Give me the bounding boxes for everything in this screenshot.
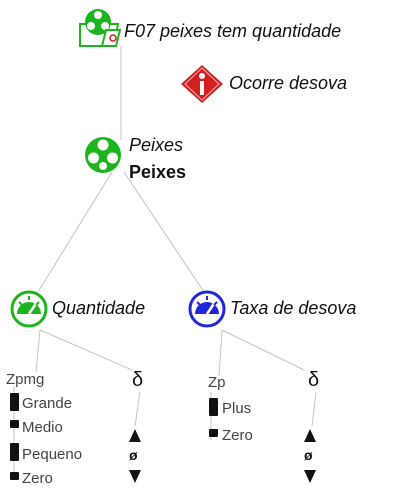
process-label: Ocorre desova	[229, 73, 348, 93]
value-marker-plus	[209, 398, 218, 416]
value-marker-grande	[10, 393, 19, 411]
process-diamond-icon[interactable]	[180, 64, 224, 104]
quantity-space-name-zpmg: Zpmg	[6, 371, 45, 388]
quantity-gauge-blue-icon[interactable]	[187, 290, 227, 328]
taxa-to-derivative-line	[221, 329, 305, 371]
derivative-zero-taxa: ø	[304, 447, 313, 463]
derivative-arrows-taxa[interactable]	[303, 428, 317, 484]
entity-to-taxa-line	[123, 171, 205, 293]
value-medio: Medio	[22, 419, 63, 436]
quantity-label-quantidade: Quantidade	[52, 298, 146, 318]
situation-title: F07 peixes tem quantidade	[124, 21, 342, 41]
value-marker-zero	[10, 472, 19, 480]
value-zero-zp: Zero	[222, 427, 253, 444]
quantidade-to-space-line	[35, 329, 41, 373]
quantidade-to-derivative-line	[39, 329, 133, 371]
situation-folder-icon[interactable]	[76, 6, 122, 48]
taxa-derivative-stem	[311, 391, 317, 427]
derivative-delta-quantidade: δ	[132, 369, 144, 391]
entity-label-italic: Peixes	[129, 135, 184, 155]
value-marker-pequeno	[10, 443, 19, 461]
derivative-zero-quantidade: ø	[129, 447, 138, 463]
derivative-arrows-quantidade[interactable]	[128, 428, 142, 484]
quantity-space-name-zp: Zp	[208, 374, 226, 391]
derivative-delta-taxa: δ	[308, 369, 320, 391]
value-zero: Zero	[22, 470, 53, 487]
entity-green-circle-icon[interactable]	[84, 136, 122, 174]
quantidade-derivative-stem	[134, 391, 141, 427]
taxa-to-space-line	[218, 329, 223, 377]
value-pequeno: Pequeno	[22, 446, 83, 463]
quantity-label-taxa-de-desova: Taxa de desova	[230, 298, 357, 318]
quantity-gauge-green-icon[interactable]	[9, 290, 49, 328]
value-marker-zero-zp	[209, 429, 218, 437]
value-plus: Plus	[222, 400, 252, 417]
entity-to-quantidade-line	[37, 171, 113, 293]
value-marker-medio	[10, 420, 19, 428]
value-grande: Grande	[22, 395, 73, 412]
entity-label-bold: Peixes	[129, 162, 187, 182]
